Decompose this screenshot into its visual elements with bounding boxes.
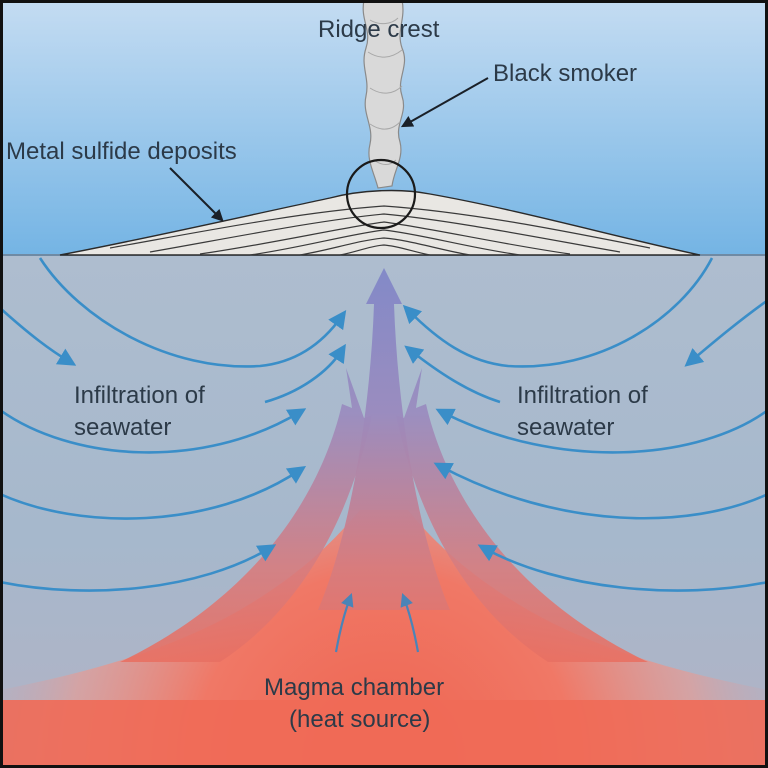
rising-fluid-arrow-center [318, 268, 450, 610]
label-magma-chamber-line1: Magma chamber [264, 674, 445, 701]
heat-arrows [334, 593, 420, 653]
seawater-flow-right [402, 257, 768, 592]
magma-base [0, 700, 768, 768]
rising-fluid-arrow-left [120, 368, 372, 662]
black-smoker-plume [362, 0, 406, 189]
label-infiltration-left-line1: Infiltration of [74, 382, 205, 409]
rising-fluid-arrow-right [396, 368, 648, 662]
sulfide-mound [59, 189, 701, 256]
label-metal-sulfide-deposits: Metal sulfide deposits [6, 138, 237, 165]
label-ridge-crest: Ridge crest [318, 16, 440, 43]
label-magma-chamber-line2: (heat source) [289, 706, 431, 733]
vent-highlight-circle [345, 158, 417, 230]
label-black-smoker: Black smoker [493, 60, 638, 87]
seawater-flow-left [0, 257, 347, 592]
label-infiltration-right-line2: seawater [517, 414, 615, 441]
leader-lines [169, 77, 489, 222]
label-infiltration-left-line2: seawater [74, 414, 172, 441]
label-infiltration-right-line1: Infiltration of [517, 382, 648, 409]
